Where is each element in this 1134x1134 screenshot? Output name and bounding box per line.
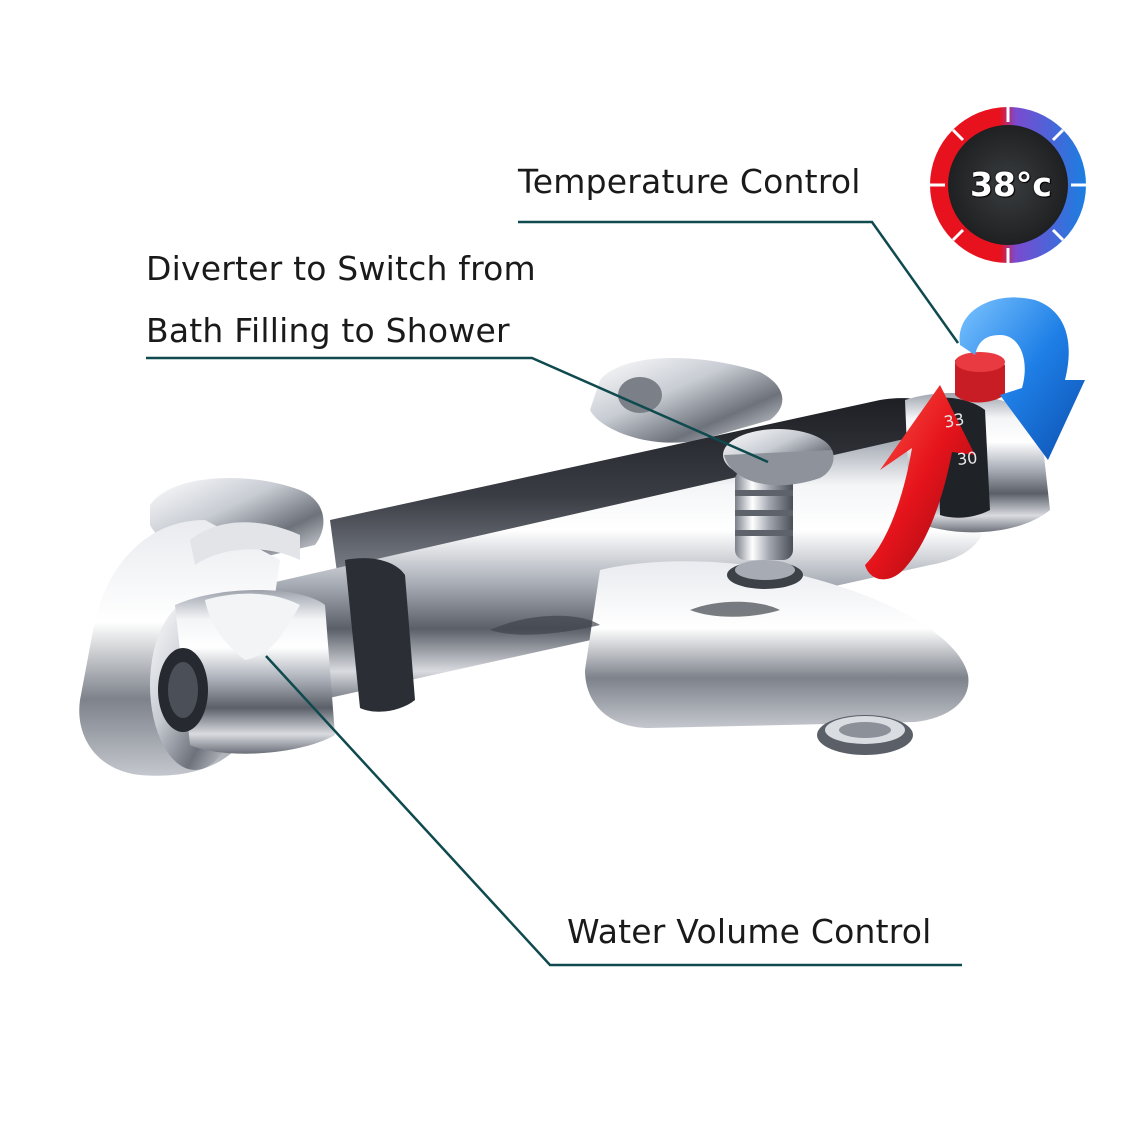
spout-highlight xyxy=(490,615,600,635)
spout-outlet xyxy=(817,715,913,755)
cold-rotation-arrow xyxy=(959,297,1085,460)
water-volume-control-label: Water Volume Control xyxy=(567,912,932,951)
temperature-leader xyxy=(518,220,960,344)
diverter-knob xyxy=(723,429,834,589)
faucet-spout xyxy=(585,561,969,728)
knob-band xyxy=(345,558,415,712)
diverter-label-line2: Bath Filling to Shower xyxy=(146,311,510,350)
temperature-control-label: Temperature Control xyxy=(518,162,861,201)
diverter-label-line1: Diverter to Switch from xyxy=(146,249,536,288)
water-volume-leader xyxy=(265,655,962,967)
hot-rotation-arrow xyxy=(865,385,975,580)
temperature-badge-text: 38°c xyxy=(970,165,1052,204)
diverter-leader xyxy=(146,356,769,464)
temperature-badge xyxy=(930,107,1086,263)
dial-scale-mark-30: 30 xyxy=(956,447,979,470)
dial-scale-mark-33: 33 xyxy=(942,409,966,432)
rear-mount xyxy=(590,358,783,443)
leader-lines xyxy=(146,220,962,967)
volume-knob xyxy=(150,590,335,770)
